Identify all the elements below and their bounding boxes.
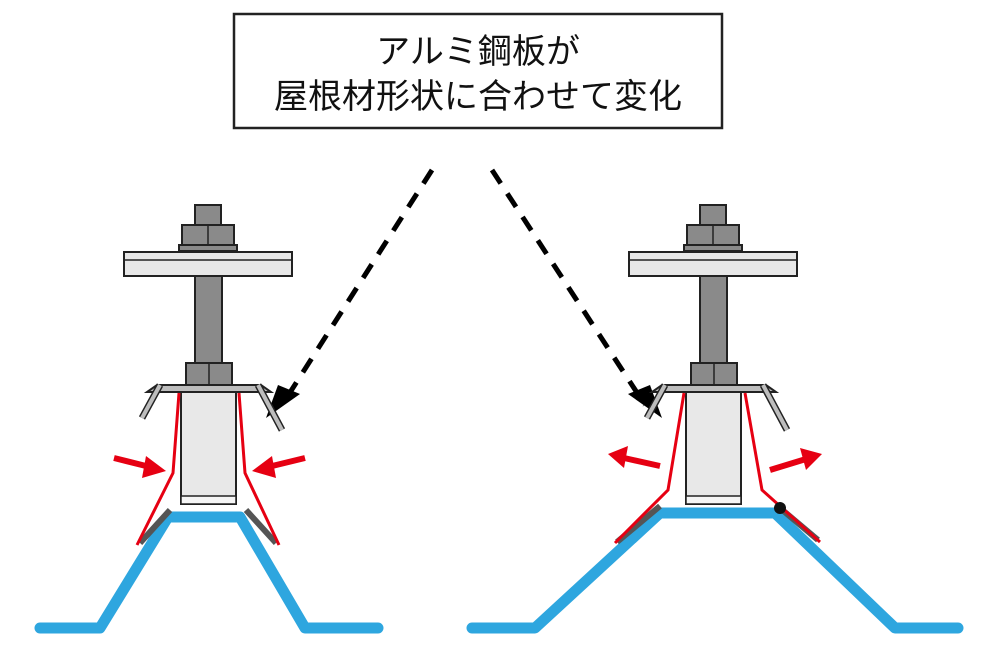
aluminum-plate-left [613,392,686,545]
force-arrow-inward-left [113,455,166,478]
caption-line-1: アルミ鋼板が [376,32,580,72]
aluminum-plate-right [743,392,822,544]
panel-narrow-roof [34,204,384,634]
force-arrow-inward-right [252,455,306,478]
dashed-arrow-left [279,168,435,407]
mount-bracket [628,204,798,505]
aluminum-plate-left [135,392,181,546]
aluminum-plate-right [237,392,281,546]
contact-point [774,502,786,514]
dashed-arrow-right [489,168,648,407]
roof-profile [34,511,384,634]
force-arrow-outward-right [769,448,822,473]
panel-wide-roof [466,204,964,634]
caption-box: アルミ鋼板が 屋根材形状に合わせて変化 [232,12,724,130]
force-arrow-outward-left [608,446,661,469]
caption-line-2: 屋根材形状に合わせて変化 [274,77,682,117]
roof-profile [466,507,964,634]
